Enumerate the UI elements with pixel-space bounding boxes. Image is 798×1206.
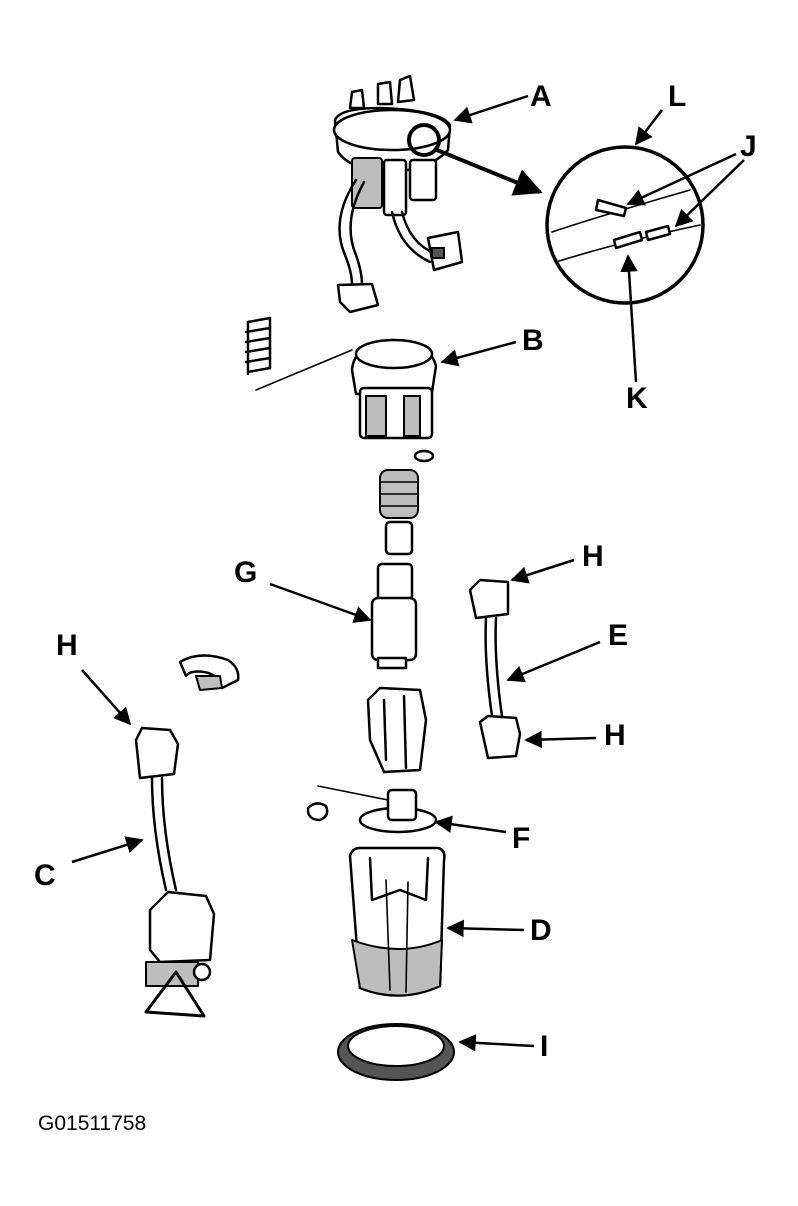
leader-lines	[71, 94, 745, 1052]
part-i-seal-ring	[337, 1023, 455, 1081]
callout-d: D	[530, 914, 552, 947]
callout-k: K	[626, 382, 648, 415]
part-a-pump-flange	[332, 74, 464, 314]
part-e-right-harness	[468, 578, 522, 760]
callout-e: E	[608, 619, 628, 652]
callout-c: C	[34, 859, 56, 892]
callout-b: B	[522, 324, 544, 357]
callout-l: L	[668, 80, 686, 113]
callout-i: I	[540, 1030, 548, 1063]
part-b-pump-housing	[244, 316, 438, 463]
spring	[244, 316, 272, 376]
callout-a: A	[530, 80, 552, 113]
callout-h-bottom: H	[604, 719, 626, 752]
figure-id: G01511758	[38, 1112, 146, 1135]
detail-view-circle	[545, 145, 705, 305]
callout-h-left: H	[56, 629, 78, 662]
callout-h-top: H	[582, 540, 604, 573]
pump-bracket	[366, 686, 428, 774]
callout-f: F	[512, 822, 530, 855]
part-g-pump-motor	[370, 469, 419, 670]
part-f-filter	[306, 785, 438, 834]
part-d-reservoir	[348, 846, 446, 997]
callout-j: J	[740, 130, 757, 163]
fuel-filter-clip	[178, 654, 240, 691]
callout-g: G	[234, 556, 257, 589]
part-c-left-harness	[134, 726, 216, 1018]
